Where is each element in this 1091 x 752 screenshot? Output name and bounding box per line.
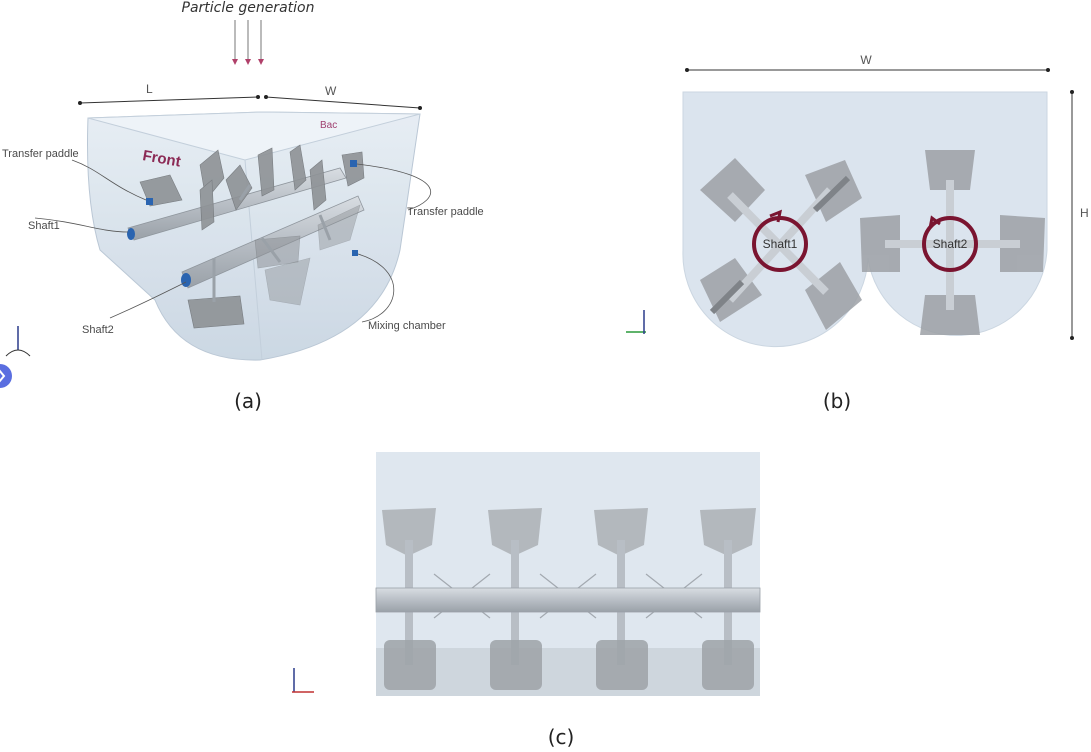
- chamber-marker: [352, 250, 358, 256]
- leader-lines: [34, 159, 431, 323]
- paddle-marker-left: [146, 198, 153, 205]
- shaft1-paddles: [700, 158, 862, 330]
- shaft1-label-a: Shaft1: [28, 220, 60, 232]
- mixing-chamber-label: Mixing chamber: [368, 320, 446, 332]
- shaft1-label-b: Shaft1: [763, 237, 798, 251]
- shaft1-rotation-icon: [752, 209, 808, 272]
- panel-c: (c): [292, 452, 761, 749]
- dim-H-label: H: [1080, 206, 1089, 220]
- shaft2-label-b: Shaft2: [933, 237, 968, 251]
- caption-a: (a): [234, 389, 262, 413]
- panel-a: Particle generation L W Front Bac: [2, 0, 484, 413]
- top-paddles: [382, 508, 756, 556]
- paddles-3d: [139, 144, 365, 329]
- main-shaft-c: [375, 587, 761, 613]
- transfer-paddle-right-label: Transfer paddle: [407, 206, 484, 218]
- dim-L-label: L: [146, 82, 153, 96]
- nav-next-button[interactable]: [0, 364, 12, 388]
- back-label: Bac: [320, 120, 337, 131]
- paddle-marker-right: [350, 160, 357, 167]
- transfer-paddle-left-label: Transfer paddle: [2, 148, 79, 160]
- dimension-W-b: W: [685, 53, 1050, 72]
- front-label: Front: [141, 147, 182, 170]
- particle-generation-title: Particle generation: [182, 0, 315, 16]
- particle-arrows: [232, 20, 264, 65]
- dim-W-label-b: W: [860, 53, 872, 67]
- dim-W-label-a: W: [325, 84, 337, 98]
- axis-triad-icon: [5, 326, 31, 357]
- dimension-H: H: [1070, 90, 1089, 340]
- bottom-paddles: [384, 640, 754, 690]
- axis-triad-icon-c: [292, 668, 314, 693]
- panel-b: W H Shaft1: [626, 53, 1089, 413]
- dimension-W-a: W: [264, 84, 422, 110]
- caption-c: (c): [548, 725, 575, 749]
- chevron-right-icon: [0, 369, 6, 383]
- shaft2-label-a: Shaft2: [82, 324, 114, 336]
- dimension-L: L: [78, 82, 260, 105]
- shaft2-paddles: [860, 150, 1045, 335]
- axis-triad-icon-b: [626, 310, 646, 334]
- shaft2-rotation-icon: [922, 215, 978, 272]
- paddle-rods: [212, 184, 332, 302]
- caption-b: (b): [823, 389, 851, 413]
